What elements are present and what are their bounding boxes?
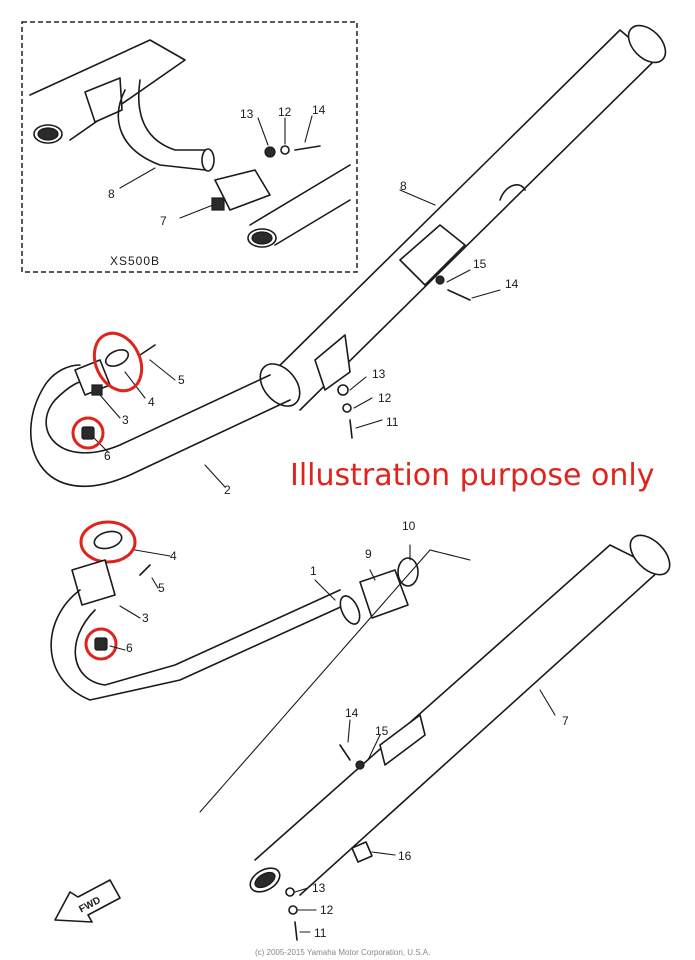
callout-lower-12: 12	[320, 903, 334, 917]
lower-assembly: 4 5 3 6 10 9 1 7 14 15 16 13 12 11	[50, 519, 671, 941]
callout-lower-10: 10	[402, 519, 416, 533]
inset-clamp-nut	[211, 197, 225, 211]
callout-inset-7: 7	[160, 214, 167, 228]
inset-nut-13	[264, 146, 276, 158]
inset-leaders	[119, 115, 313, 219]
inset-bolt-14	[294, 145, 321, 151]
lower-flange	[71, 559, 116, 606]
lower-gasket	[93, 530, 123, 550]
upper-gasket	[104, 349, 130, 367]
callout-lower-6: 6	[126, 641, 133, 655]
callout-upper-4: 4	[148, 395, 155, 409]
lower-nut-13	[285, 887, 295, 897]
lower-reference-lines	[199, 549, 471, 813]
inset-upper-pipe-hole	[37, 127, 59, 141]
callout-inset-12: 12	[278, 105, 292, 119]
highlight-lower-nut	[84, 627, 118, 661]
inset-lower-pipe-a	[249, 164, 351, 226]
inset-frame	[21, 21, 358, 273]
lower-pipe-end	[339, 595, 361, 625]
lower-bolt-14	[339, 744, 351, 761]
fwd-arrow-shape	[54, 879, 121, 923]
callout-lower-7: 7	[562, 714, 569, 728]
lower-bolt-11	[294, 921, 298, 941]
notice-text: Illustration purpose only	[290, 458, 655, 493]
inset-clamp	[214, 169, 271, 211]
highlight-upper-gasket	[92, 331, 144, 393]
upper-assembly: 8 15 14 5 4 3 6 13 12 11 2	[30, 24, 667, 497]
upper-bolt-14	[447, 289, 471, 301]
callout-inset-8: 8	[108, 187, 115, 201]
callout-lower-14: 14	[345, 706, 359, 720]
lower-muffler-tip	[629, 534, 671, 576]
inset-bend-pipe-b	[138, 79, 211, 151]
highlight-upper-nut	[71, 416, 105, 450]
lower-stud	[139, 564, 151, 576]
fwd-arrow: FWD	[54, 879, 121, 923]
upper-nut	[81, 426, 95, 440]
upper-washer-12	[342, 403, 352, 413]
upper-muffler-tip	[627, 24, 667, 64]
inset-bend-pipe-a	[117, 89, 206, 171]
inset-upper-pipe	[29, 39, 186, 141]
callout-lower-4: 4	[170, 549, 177, 563]
lower-ring	[397, 557, 419, 587]
callout-lower-9: 9	[365, 547, 372, 561]
callout-inset-14: 14	[312, 103, 326, 117]
inset-lower-pipe-b	[274, 199, 351, 246]
copyright-text: (c) 2005-2015 Yamaha Motor Corporation, …	[255, 948, 430, 957]
lower-nut-16	[351, 841, 373, 863]
lower-pipe-inner	[74, 589, 341, 686]
callout-lower-1: 1	[310, 564, 317, 578]
inset-panel: XS500B 13 12 14 8 7	[21, 21, 358, 273]
upper-pipe-outer	[45, 374, 271, 454]
upper-nut-13	[337, 384, 349, 396]
upper-stud	[139, 344, 156, 356]
lower-joint	[359, 569, 409, 619]
lower-muffler-bracket	[379, 714, 426, 766]
callout-upper-11: 11	[386, 415, 399, 429]
upper-pipe-inner	[30, 364, 291, 488]
callout-upper-15: 15	[473, 257, 487, 271]
upper-pipe-bracket	[314, 334, 351, 391]
highlight-lower-gasket	[79, 520, 137, 564]
callout-lower-11: 11	[314, 926, 327, 940]
lower-leaders	[109, 544, 556, 933]
inset-washer-12	[280, 145, 290, 155]
callout-upper-5: 5	[178, 373, 185, 387]
callout-upper-6: 6	[104, 449, 111, 463]
callout-inset-13: 13	[240, 107, 254, 121]
callout-upper-8: 8	[400, 179, 407, 193]
callout-upper-14: 14	[505, 277, 519, 291]
lower-washer-12	[288, 905, 298, 915]
lower-pipe-outer	[50, 589, 346, 701]
inset-model-label: XS500B	[110, 254, 160, 268]
upper-washer-15	[435, 275, 445, 285]
callout-lower-16: 16	[398, 849, 412, 863]
upper-bolt-11	[349, 419, 353, 439]
upper-muffler-bracket	[399, 224, 466, 286]
upper-muffler-ring	[499, 184, 526, 201]
callout-upper-2: 2	[224, 483, 231, 497]
inset-bracket-upper	[84, 77, 123, 123]
upper-flange-stud	[91, 384, 103, 396]
inset-bend-pipe-end	[201, 148, 215, 172]
lower-muffler-body	[254, 544, 661, 896]
lower-muffler-inlet-hole	[254, 871, 276, 889]
callout-lower-15: 15	[375, 724, 389, 738]
lower-nut	[94, 637, 108, 651]
inset-lower-pipe-hole	[251, 231, 273, 245]
callout-upper-13: 13	[372, 367, 386, 381]
callout-upper-12: 12	[378, 391, 392, 405]
lower-washer-15	[355, 760, 365, 770]
callout-upper-3: 3	[122, 413, 129, 427]
callout-lower-5: 5	[158, 581, 165, 595]
callout-lower-3: 3	[142, 611, 149, 625]
callout-lower-13: 13	[312, 881, 326, 895]
